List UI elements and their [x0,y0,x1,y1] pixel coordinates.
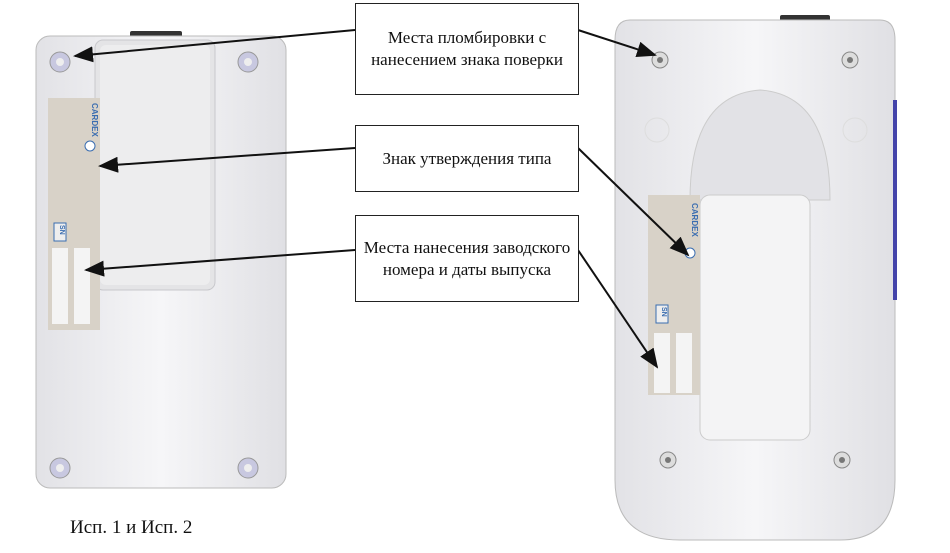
type-label: CARDEX SN [48,98,100,330]
callout-arrows [73,29,690,369]
arrow [577,249,659,369]
arrow [84,249,356,277]
device-right: CARDEX SN [614,15,897,541]
caption: Исп. 1 и Исп. 2 [70,517,193,538]
screw-icon [237,457,259,479]
screw-icon [659,451,677,469]
screw-icon [841,51,859,69]
callout-type-approval: Знак утверждения типа [355,125,579,192]
arrow [98,147,356,173]
belt-clip [699,194,811,441]
screw-icon [833,451,851,469]
screw-icon [49,457,71,479]
label-brand: CARDEX [90,103,99,137]
label-sn: SN [660,307,667,317]
callout-sealing: Места пломбировки с нанесением знака пов… [355,3,579,95]
callout-serial: Места нанесения заводского номера и даты… [355,215,579,302]
arrow [73,29,356,63]
arrow [577,29,657,58]
label-brand: CARDEX [690,203,699,237]
label-sn: SN [58,225,65,235]
screw-icon [237,51,259,73]
screw-icon [49,51,71,73]
device-left: CARDEX SN [35,31,287,489]
arrow [577,147,690,257]
